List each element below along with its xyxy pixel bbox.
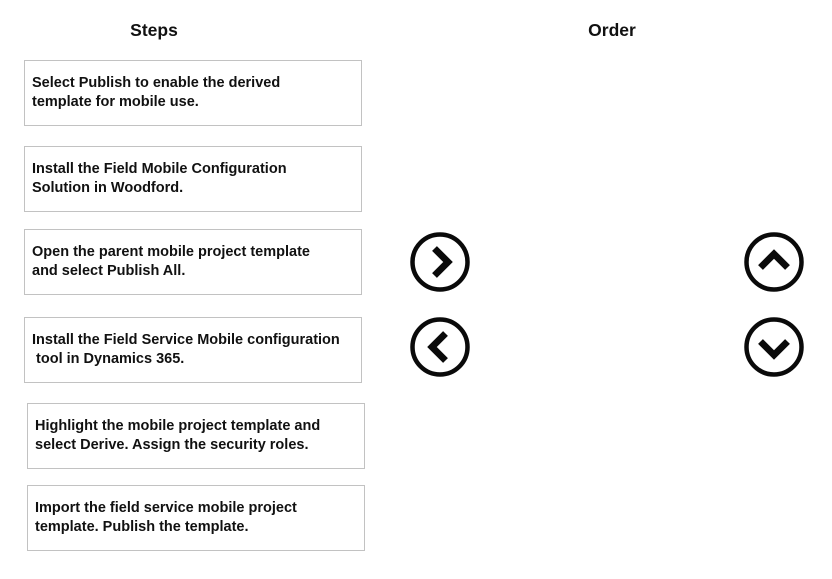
step-item-6[interactable]: Import the field service mobile project … [27,485,365,551]
move-right-button[interactable] [410,232,470,292]
step-item-2[interactable]: Install the Field Mobile Configuration S… [24,146,362,212]
move-up-button[interactable] [744,232,804,292]
step-item-1-label: Select Publish to enable the derived tem… [32,75,281,110]
steps-column-title: Steps [130,20,178,40]
step-item-5[interactable]: Highlight the mobile project template an… [27,403,365,469]
step-item-3[interactable]: Open the parent mobile project template … [24,229,362,295]
step-item-6-label: Import the field service mobile project … [35,500,297,535]
chevron-right-icon [410,232,470,292]
step-item-2-label: Install the Field Mobile Configuration S… [32,161,287,196]
chevron-left-icon [410,317,470,377]
chevron-up-icon [744,232,804,292]
move-left-button[interactable] [410,317,470,377]
step-item-1[interactable]: Select Publish to enable the derived tem… [24,60,362,126]
order-column-title: Order [588,20,636,40]
move-down-button[interactable] [744,317,804,377]
step-item-4[interactable]: Install the Field Service Mobile configu… [24,317,362,383]
step-item-3-label: Open the parent mobile project template … [32,244,310,279]
chevron-down-icon [744,317,804,377]
step-item-4-label: Install the Field Service Mobile configu… [32,332,340,367]
step-item-5-label: Highlight the mobile project template an… [35,418,321,453]
